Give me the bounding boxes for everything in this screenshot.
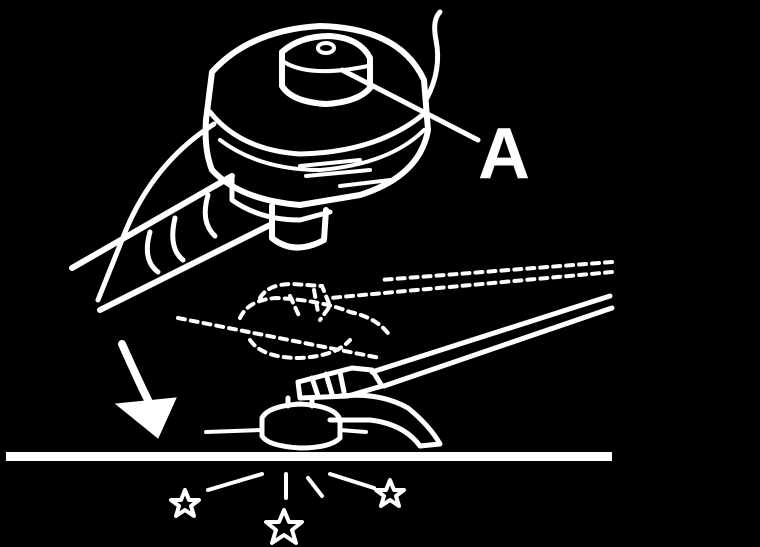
callout-leader-line xyxy=(339,67,481,143)
cutting-line xyxy=(95,121,217,303)
motion-arrow xyxy=(114,340,177,439)
trimmer-head-closeup xyxy=(69,9,481,313)
drive-shaft-tube xyxy=(69,173,273,313)
cutting-line xyxy=(423,9,443,103)
star-icon xyxy=(264,508,304,545)
ground-line xyxy=(6,452,612,461)
bump-knob xyxy=(279,33,373,107)
trimmer-shown-tapping-ground xyxy=(204,293,615,451)
star-icon xyxy=(169,488,201,518)
star-icon xyxy=(374,478,406,508)
trimmer-shown-raised xyxy=(176,260,614,361)
callout-label-a: A xyxy=(478,114,530,194)
impact-stars xyxy=(169,472,406,545)
